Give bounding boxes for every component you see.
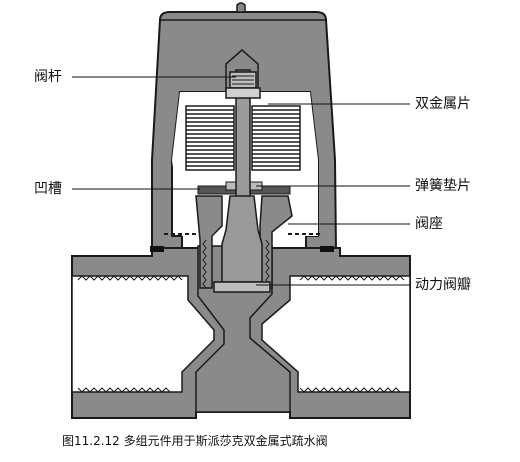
inlet-bore [71, 275, 215, 393]
label-valve-stem: 阀杆 [34, 69, 62, 85]
pipe-threads [77, 275, 405, 393]
gasket-right [320, 246, 334, 252]
disc-face [213, 281, 271, 293]
valve-stem-assembly [213, 69, 271, 293]
top-nub [236, 2, 246, 13]
thread-bottom-right [299, 387, 401, 393]
label-valve-disc: 动力阀瓣 [415, 277, 471, 293]
label-spring-washer: 弹簧垫片 [415, 178, 471, 194]
label-bimetal-sheet: 双金属片 [415, 96, 471, 112]
thread-bottom-left [77, 387, 171, 393]
body-joint [150, 233, 334, 252]
leader-lines [72, 76, 410, 286]
seat-thread-right [265, 239, 270, 289]
seat-thread-left [202, 239, 207, 289]
thread-top-right [299, 275, 405, 281]
gasket-left [150, 246, 164, 252]
stem-thread-top [232, 75, 254, 85]
label-valve-seat: 阀座 [415, 216, 443, 232]
seat-housing-left [195, 195, 223, 289]
disc-body [221, 195, 263, 283]
figure-caption: 图11.2.12 多组元件用于斯派莎克双金属式疏水阀 [62, 434, 328, 448]
stem-collar [225, 87, 261, 99]
outlet-bore [261, 275, 411, 393]
thread-top-left [77, 275, 183, 281]
bimetal-stack [185, 105, 301, 171]
label-groove: 凹槽 [34, 181, 62, 197]
